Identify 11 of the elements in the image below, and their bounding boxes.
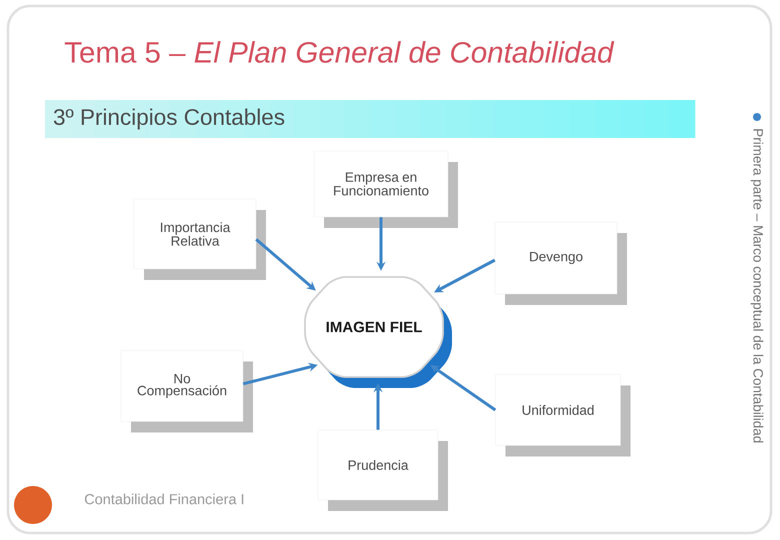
principle-box: Empresa en Funcionamiento	[314, 150, 458, 228]
principle-box: Uniformidad	[495, 374, 630, 456]
node-label: 3º Principios Contables	[54, 108, 284, 130]
footer-text: Contabilidad Financiera I	[84, 494, 244, 504]
side-text: Primera parte – Marco conceptual de la Contabilidad	[750, 129, 764, 442]
section-band: 3º Principios Contables	[45, 100, 696, 138]
principle-box: No Compensación	[120, 350, 253, 432]
principle-box: Devengo	[494, 222, 627, 305]
principle-box: Prudencia	[318, 430, 448, 511]
slide-title: Tema 5 – El Plan General de Contabilidad	[64, 41, 614, 63]
principle-box: Importancia Relativa	[134, 198, 266, 280]
